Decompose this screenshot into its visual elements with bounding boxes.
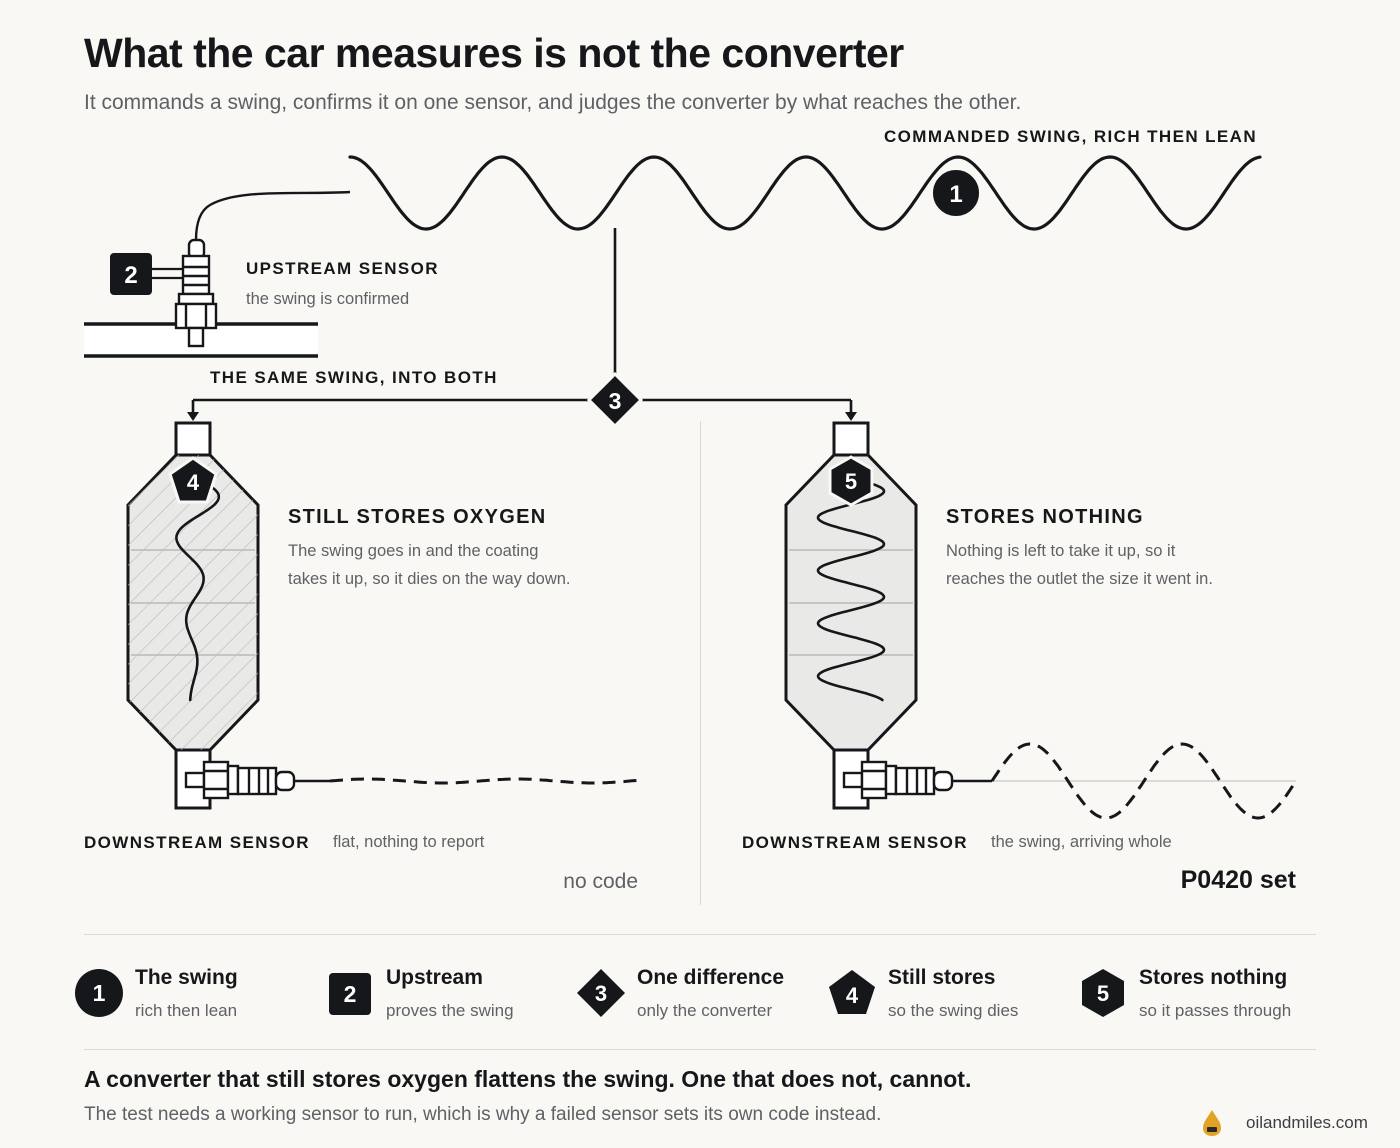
svg-text:2: 2 [124, 262, 137, 289]
left-downstream-label: DOWNSTREAM SENSOR [84, 833, 310, 852]
legend-subtitle-5: so it passes through [1139, 1001, 1292, 1020]
upstream-wire [194, 190, 351, 241]
legend-item-5: 5 Stores nothing so it passes through [1078, 960, 1318, 1030]
svg-text:4: 4 [187, 470, 200, 495]
svg-text:2: 2 [344, 981, 357, 1007]
legend-item-1: 1 The swing rich then lean [74, 960, 314, 1030]
page-subtitle: It commands a swing, confirms it on one … [84, 91, 1022, 114]
svg-text:1: 1 [949, 181, 962, 208]
split-lines [191, 228, 853, 414]
commanded-wave [348, 155, 1262, 231]
legend-diamond-badge: 3 [577, 969, 625, 1017]
upstream-connector [152, 267, 183, 280]
svg-text:1: 1 [93, 980, 106, 1006]
legend-item-2: 2 Upstream proves the swing [325, 960, 565, 1030]
legend-title-3: One difference [637, 966, 785, 989]
left-downstream-note: flat, nothing to report [333, 833, 485, 851]
left-branch-arrow [187, 412, 199, 421]
right-converter [784, 421, 918, 810]
legend-subtitle-4: so the swing dies [888, 1001, 1019, 1020]
legend-top-rule [84, 934, 1316, 935]
column-divider [700, 421, 701, 905]
brand-name: oilandmiles.com [1246, 1113, 1368, 1132]
left-heading: STILL STORES OXYGEN [288, 506, 547, 528]
left-note-line-1: The swing goes in and the coating [288, 542, 539, 560]
left-note-line-2: takes it up, so it dies on the way down. [288, 570, 571, 588]
legend-subtitle-3: only the converter [637, 1001, 773, 1020]
right-branch-arrow [845, 412, 857, 421]
footer-note: The test needs a working sensor to run, … [84, 1104, 882, 1125]
footer-headline: A converter that still stores oxygen fla… [84, 1066, 972, 1092]
legend-subtitle-2: proves the swing [386, 1001, 514, 1020]
left-flat-signal [329, 777, 641, 785]
legend-item-4: 4 Still stores so the swing dies [827, 960, 1067, 1030]
legend-pentagon-badge: 4 [829, 970, 875, 1014]
svg-text:3: 3 [609, 388, 622, 414]
legend-circle-badge: 1 [75, 969, 123, 1017]
legend-title-5: Stores nothing [1139, 966, 1288, 989]
left-damped-wave [175, 476, 221, 702]
svg-text:3: 3 [595, 981, 607, 1006]
svg-text:5: 5 [845, 469, 857, 494]
legend-subtitle-1: rich then lean [135, 1001, 238, 1020]
legend-hexagon-badge: 5 [1082, 969, 1124, 1017]
right-full-wave [816, 476, 886, 702]
right-note-line-1: Nothing is left to take it up, so it [946, 542, 1176, 560]
legend-title-1: The swing [135, 966, 238, 989]
left-status: no code [563, 870, 638, 893]
brand-link[interactable]: oilandmiles.com [1198, 1108, 1378, 1138]
marker-3-diamond: 3 [586, 371, 644, 429]
right-full-signal [990, 742, 1298, 820]
right-note-line-2: reaches the outlet the size it went in. [946, 570, 1213, 588]
diagram-artwork: 1 2 3 4 5 [84, 155, 1298, 820]
upstream-sensor-label: UPSTREAM SENSOR [246, 259, 439, 278]
legend-title-4: Still stores [888, 966, 996, 989]
split-label: THE SAME SWING, INTO BOTH [210, 368, 498, 387]
legend-item-3: 3 One difference only the converter [576, 960, 816, 1030]
marker-5-hexagon: 5 [828, 455, 874, 507]
svg-text:5: 5 [1097, 981, 1109, 1006]
marker-2-square: 2 [110, 253, 152, 295]
left-downstream-sensor [184, 760, 296, 800]
page-title: What the car measures is not the convert… [84, 30, 904, 76]
legend-bottom-rule [84, 1049, 1316, 1050]
right-downstream-label: DOWNSTREAM SENSOR [742, 833, 968, 852]
left-converter [126, 421, 260, 810]
upstream-sensor-note: the swing is confirmed [246, 290, 410, 308]
legend-square-badge: 2 [329, 973, 371, 1015]
commanded-swing-label: COMMANDED SWING, RICH THEN LEAN [884, 127, 1257, 146]
marker-4-pentagon: 4 [168, 456, 218, 504]
right-status: P0420 set [1180, 866, 1296, 894]
legend-title-2: Upstream [386, 966, 483, 989]
right-heading: STORES NOTHING [946, 506, 1144, 528]
left-note: The swing goes in and the coating takes … [288, 537, 571, 593]
oil-drop-icon [1203, 1110, 1221, 1136]
upstream-sensor-drawing [174, 238, 218, 348]
marker-1-circle: 1 [929, 166, 983, 220]
right-downstream-note: the swing, arriving whole [991, 833, 1172, 851]
svg-text:4: 4 [846, 983, 859, 1008]
right-note: Nothing is left to take it up, so it rea… [946, 537, 1213, 593]
